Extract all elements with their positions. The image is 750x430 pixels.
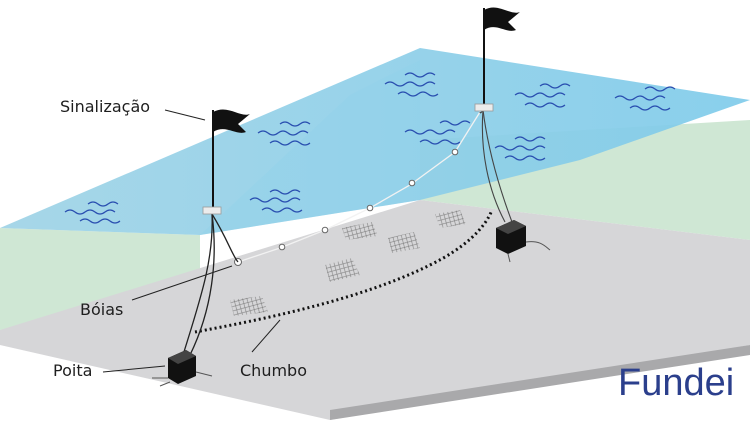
label-leaders bbox=[102, 109, 281, 373]
anchor-block-icon bbox=[496, 220, 551, 263]
flag-icon bbox=[202, 109, 250, 215]
label-signaling: Sinalização bbox=[60, 97, 150, 116]
wave-marks bbox=[64, 72, 676, 224]
diagram-title: Fundei bbox=[618, 362, 734, 404]
water-surface bbox=[0, 48, 750, 235]
lead-rope bbox=[194, 209, 494, 334]
flag-icon bbox=[474, 7, 520, 112]
label-weight: Chumbo bbox=[240, 361, 307, 380]
near-buoy-lines bbox=[182, 213, 239, 356]
label-buoys: Bóias bbox=[80, 300, 123, 319]
label-anchor: Poita bbox=[53, 361, 92, 380]
net-panels bbox=[230, 210, 466, 316]
anchor-block-icon bbox=[152, 350, 213, 387]
water-inner-face bbox=[200, 60, 420, 235]
float-icon bbox=[234, 148, 459, 266]
seabed-edge bbox=[330, 345, 750, 420]
